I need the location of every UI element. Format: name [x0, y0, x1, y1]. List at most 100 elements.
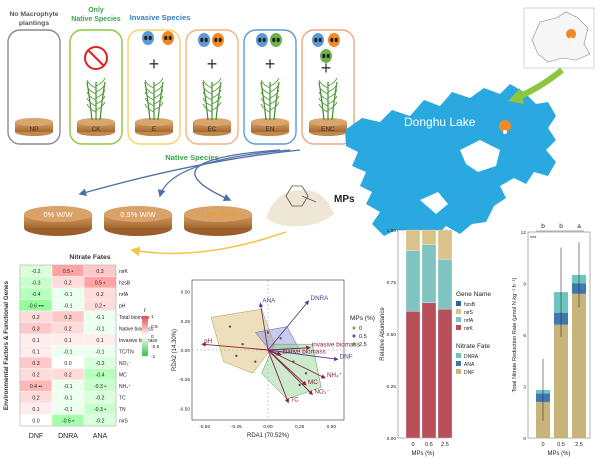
heatmap-row-label: TN: [119, 407, 126, 413]
rate-sig-letter: a: [577, 223, 581, 230]
heatmap-cell-value: 0.5 •: [95, 281, 106, 287]
mp-dose-label: 0.5% W/W: [120, 210, 156, 219]
rda-point: [266, 331, 270, 334]
abundance-bar-nirk: [405, 310, 421, 439]
rda-ytick: 0.25: [181, 319, 191, 325]
plant-stem: [318, 81, 325, 121]
rda-arrow-label: invasive biomass: [312, 342, 360, 349]
rda-ytick: -0.25: [179, 377, 190, 383]
heatmap-cell-value: -0.4: [32, 292, 41, 298]
rda-point: [254, 360, 257, 363]
pot-body: [135, 122, 173, 132]
heatmap-cell-value: -0.6 •••: [28, 304, 44, 310]
alien-eye: [218, 37, 222, 43]
plant-leaf: [211, 89, 222, 99]
plant-leaf: [144, 79, 155, 89]
plant-stem: [86, 81, 93, 121]
heatmap-cell-value: 0.1: [32, 350, 39, 356]
soil-disk-top: [104, 206, 172, 222]
heatmap-cell-value: -0.4: [96, 373, 105, 379]
rda-arrow: [267, 349, 290, 404]
rda-ylabel: RDA2 (14.30%): [172, 329, 178, 371]
plant-leaf: [327, 89, 338, 99]
heatmap-side-title: Environmental Factors & Functional Genes: [3, 280, 10, 410]
rda-legend-item: 2.5: [359, 342, 367, 348]
treatment-box-ck: [69, 29, 123, 145]
inset-arrow: [514, 67, 564, 101]
pot-label: NP: [29, 126, 38, 133]
plant-leaf: [95, 89, 106, 99]
plant-leaf: [260, 103, 271, 113]
plant-leaf: [86, 79, 97, 89]
heatmap-row-label: hzsB: [119, 281, 131, 287]
rda-legend-dot: [352, 326, 356, 330]
rda-legend-dot: [352, 334, 356, 338]
alien-icon-blue: [256, 33, 268, 47]
alien-eye: [214, 37, 218, 43]
pot-top: [193, 118, 231, 126]
fate-legend-item: DNF: [464, 370, 474, 376]
pot-label: ENC: [321, 126, 335, 133]
heatmap-cell-value: 0.2: [96, 292, 103, 298]
only-native-label-line2: Native Species: [71, 16, 121, 23]
plant-leaf: [144, 97, 155, 107]
alien-eye: [322, 53, 326, 59]
abundance-bar-nrfa: [437, 258, 453, 310]
treatment-box-en: [243, 29, 297, 145]
rda-arrow-label: pH: [204, 338, 213, 345]
abundance-xtick: 0.5: [425, 442, 433, 448]
alien-icon-blue: [198, 33, 210, 47]
rda-legend-dot: [352, 342, 356, 346]
treatment-box-enc: [301, 29, 355, 145]
rate-xlabel: MPs (%): [548, 451, 571, 457]
mp-dose-label: 2.5% W/W: [200, 210, 236, 219]
alien-eye: [144, 35, 148, 41]
rda-legend-item: 0: [359, 326, 362, 332]
rate-ytick: 12: [521, 230, 527, 236]
abundance-ytick: 0.00: [387, 436, 397, 442]
rda-legend-item: 0.5: [359, 334, 367, 340]
treatment-box-e: [127, 29, 181, 145]
plant-leaf: [211, 77, 222, 87]
heatmap-row-label: TC: [119, 396, 126, 402]
plant-leaf: [86, 85, 97, 95]
abundance-ylabel: Relative Abundance: [380, 307, 386, 361]
rda-xtick: 0.25: [295, 424, 305, 430]
heatmap-frame: [19, 264, 117, 427]
plus-sign: +: [321, 58, 332, 78]
plant-leaf: [95, 77, 106, 87]
alien-eye: [314, 37, 318, 43]
alien-eye: [168, 35, 172, 41]
alien-icon-green: [320, 49, 332, 63]
alien-icon-orange: [212, 33, 224, 47]
china-location-pin-icon: [566, 29, 577, 50]
plant-leaf: [260, 91, 271, 101]
gene-legend-item: nirK: [464, 326, 474, 332]
pot-body: [77, 122, 115, 132]
plant-leaf: [269, 83, 280, 93]
abundance-xtick: 2.5: [441, 442, 449, 448]
plant-leaf: [269, 89, 280, 99]
heatmap-cell-value: -0.1: [64, 407, 73, 413]
rda-xtick: -0.25: [231, 424, 242, 430]
alien-eye: [330, 37, 334, 43]
rate-xtick: 0: [541, 442, 544, 448]
pot-label: CK: [91, 126, 101, 133]
plant-leaf: [211, 101, 222, 111]
plant-leaf: [95, 101, 106, 111]
plant-leaf: [144, 91, 155, 101]
plant-leaf: [153, 95, 164, 105]
plant-leaf: [260, 85, 271, 95]
chain-bond: [301, 195, 317, 203]
pot-top: [251, 118, 289, 126]
alien-eye: [204, 37, 208, 43]
flow-arrow: [78, 149, 301, 197]
alien-eye: [334, 37, 338, 43]
rate-bar-dnf: [554, 324, 568, 438]
gene-legend-swatch: [456, 325, 461, 330]
rda-arrow-label: ANA: [262, 297, 276, 304]
heatmap-cell-value: 0.2: [32, 396, 39, 402]
plant-leaf: [269, 101, 280, 111]
